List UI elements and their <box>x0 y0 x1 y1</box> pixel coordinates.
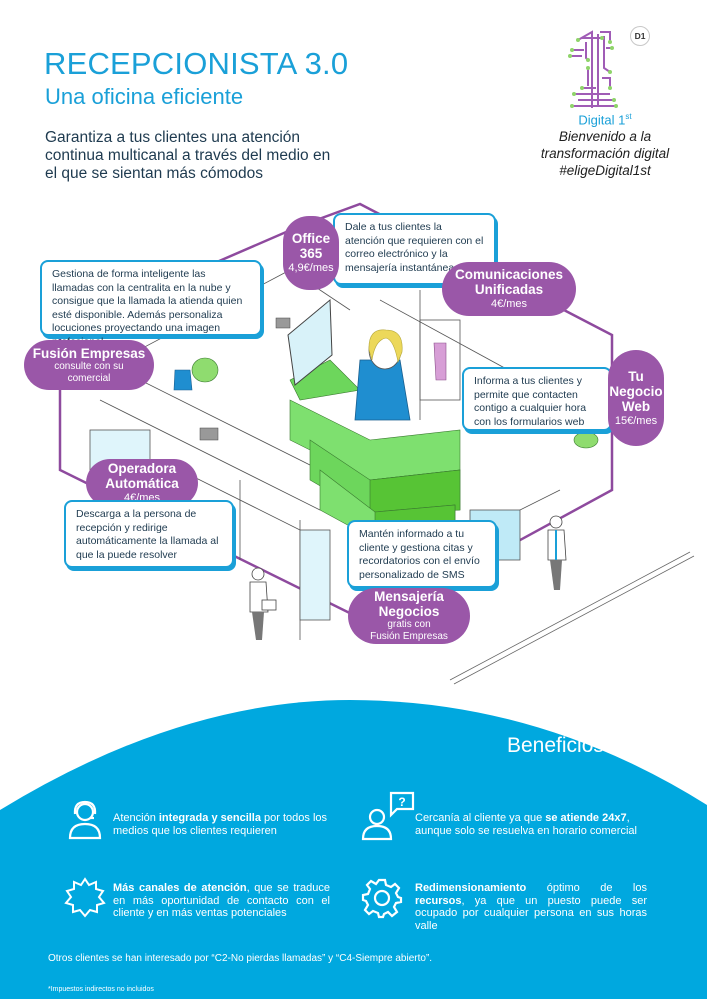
tax-footnote: *Impuestos indirectos no incluidos <box>48 986 154 993</box>
lead-text: Garantiza a tus clientes una atención co… <box>45 129 331 182</box>
comunicaciones-unificadas-pill[interactable]: Comunicaciones Unificadas 4€/mes <box>442 262 576 316</box>
digital-1st-label: Digital 1st <box>578 112 632 128</box>
mensajeria-description: Mantén informado a tu cliente y gestiona… <box>347 520 497 588</box>
receptionist-figure <box>354 329 411 421</box>
mensajeria-negocios-pill[interactable]: Mensajería Negocios gratis con Fusión Em… <box>348 588 470 644</box>
page-title: RECEPCIONISTA 3.0 <box>44 46 349 81</box>
benefit-resources: Redimensionamiento óptimo de los recurso… <box>415 882 647 932</box>
fusion-empresas-pill[interactable]: Fusión Empresas consulte con su comercia… <box>24 340 154 390</box>
page-subtitle: Una oficina eficiente <box>45 84 244 109</box>
benefit-channels: Más canales de atención, que se traduce … <box>113 882 331 919</box>
person-question-icon: ? <box>361 791 415 841</box>
office365-pill[interactable]: Office 365 4,9€/mes <box>283 216 339 290</box>
fusion-description: Gestiona de forma inteligente las llamad… <box>40 260 262 348</box>
d1-badge: D1 <box>630 26 650 46</box>
headset-agent-icon <box>68 800 102 840</box>
gear-icon <box>361 878 403 919</box>
benefit-integrated: Atención integrada y sencilla por todos … <box>113 812 328 837</box>
operadora-description: Descarga a la persona de recepción y red… <box>64 500 234 568</box>
walking-man-left <box>249 567 277 640</box>
svg-text:?: ? <box>398 795 405 809</box>
benefits-background <box>0 700 707 999</box>
walking-man-right <box>547 515 567 590</box>
related-offers-note: Otros clientes se han interesado por “C2… <box>48 953 433 964</box>
negocio-web-description: Informa a tus clientes y permite que con… <box>462 367 612 431</box>
benefit-24x7: Cercanía al cliente ya que se atiende 24… <box>415 812 637 837</box>
operadora-automatica-pill[interactable]: Operadora Automática 4€/mes <box>86 459 198 507</box>
tu-negocio-web-pill[interactable]: Tu Negocio Web 15€/mes <box>608 350 664 446</box>
circuit-number-one-icon <box>568 30 618 108</box>
starburst-icon <box>64 877 106 918</box>
welcome-text: Bienvenido a la transformación digital #… <box>540 129 670 178</box>
benefits-title: Beneficios <box>507 734 604 757</box>
